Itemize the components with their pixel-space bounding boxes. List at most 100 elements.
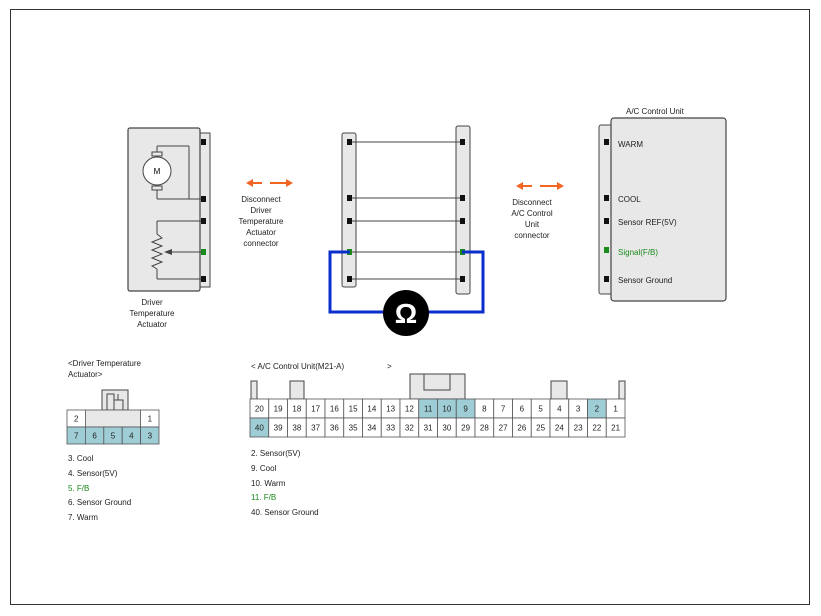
actuator-connector-face: [101, 389, 129, 411]
acu-bottom-pin-number: 36: [330, 424, 339, 433]
acu-bottom-pin-number: 23: [574, 424, 583, 433]
pin-list-item: 9. Cool: [251, 463, 277, 473]
acu-pin-list: 2. Sensor(5V) 9. Cool 10. Warm 11. F/B 4…: [251, 447, 319, 521]
note-line: Actuator: [246, 228, 276, 237]
acu-bottom-pin-number: 30: [442, 424, 451, 433]
disconnect-arrow-left: [246, 179, 293, 187]
note-line: Unit: [524, 220, 540, 229]
actuator-pin-list: 3. Cool 4. Sensor(5V) 5. F/B 6. Sensor G…: [68, 452, 131, 526]
actuator-connector-cells: 2 1 7 6 5 4 3: [66, 409, 160, 445]
acu-bottom-pin-number: 24: [555, 424, 564, 433]
acu-bottom-pin-number: 33: [386, 424, 395, 433]
acu-top-pin-number: 19: [274, 405, 283, 414]
motor-letter: M: [154, 167, 161, 176]
acu-bottom-pin-number: 21: [611, 424, 620, 433]
test-harness: Ω: [328, 125, 485, 336]
pin-list-item: 11. F/B: [251, 493, 277, 503]
acu-top-pin-number: 7: [501, 405, 506, 414]
acu-bottom-pin-number: 38: [292, 424, 301, 433]
acu-bottom-pin-number: 32: [405, 424, 414, 433]
acu-top-pin-number: 5: [538, 405, 543, 414]
acu-bottom-pin-number: 40: [255, 424, 264, 433]
actuator-bottom-pin-number: 5: [111, 432, 116, 441]
connector-pin-cell: [140, 426, 160, 445]
ac-control-unit: [598, 117, 727, 302]
pin-list-item: 2. Sensor(5V): [251, 449, 301, 458]
acu-top-pin-number: 9: [463, 405, 468, 414]
acu-bottom-pin-number: 27: [499, 424, 508, 433]
acu-bottom-pin-number: 31: [424, 424, 433, 433]
acu-top-pin-number: 13: [386, 405, 395, 414]
pin-list-item: 3. Cool: [68, 454, 94, 463]
driver-temperature-actuator: M: [127, 127, 211, 292]
acu-top-pin-number: 20: [255, 405, 264, 414]
acu-bottom-pin-number: 26: [517, 424, 526, 433]
pin-list-item: 10. Warm: [251, 478, 286, 488]
note-line: A/C Control: [511, 209, 553, 218]
actuator-bottom-pin-number: 3: [148, 432, 153, 441]
acu-bottom-pin-number: 29: [461, 424, 470, 433]
disconnect-acu-note: Disconnect A/C Control Unit connector: [497, 197, 567, 241]
acu-bottom-pin-number: 34: [367, 424, 376, 433]
actuator-bottom-pin-number: 4: [129, 432, 134, 441]
acu-top-pin-number: 6: [520, 405, 525, 414]
actuator-label-line: Driver: [141, 298, 163, 307]
acu-bottom-pin-number: 22: [592, 424, 601, 433]
note-line: Driver: [250, 206, 272, 215]
acu-pin-label-signal: Signal(F/B): [618, 248, 659, 257]
title-line: <Driver Temperature: [68, 359, 141, 368]
ohm-symbol: Ω: [395, 298, 417, 329]
acu-top-pin-number: 18: [292, 405, 301, 414]
actuator-connector-title: <Driver Temperature Actuator>: [68, 358, 141, 380]
pin-list-item: 7. Warm: [68, 513, 98, 523]
actuator-top-pin-number: 1: [148, 415, 153, 424]
actuator-bottom-pin-number: 7: [74, 432, 79, 441]
acu-top-pin-number: 16: [330, 405, 339, 414]
note-line: connector: [243, 239, 279, 248]
acu-pin-label: WARM: [618, 140, 644, 149]
acu-top-pin-number: 3: [576, 405, 581, 414]
motor-icon: [142, 156, 172, 186]
note-line: connector: [514, 231, 550, 240]
acu-top-pin-number: 10: [442, 405, 451, 414]
acu-top-pin-number: 15: [349, 405, 358, 414]
acu-top-pin-number: 14: [367, 405, 376, 414]
pin-list-item: 40. Sensor Ground: [251, 508, 319, 518]
pin-list-item: 5. F/B: [68, 483, 90, 493]
acu-connector-title-end: >: [387, 362, 392, 371]
ohmmeter-icon: [383, 290, 429, 336]
acu-pin-label: Sensor Ground: [618, 276, 673, 285]
acu-top-pin-number: 11: [424, 405, 433, 414]
disconnect-arrow-right: [516, 182, 564, 190]
acu-bottom-pin-number: 25: [536, 424, 545, 433]
acu-top-pin-number: 12: [405, 405, 414, 414]
acu-top-pin-number: 1: [613, 405, 618, 414]
potentiometer-icon: [150, 233, 164, 270]
actuator-label: Driver Temperature Actuator: [114, 297, 190, 330]
pin-list-item: 6. Sensor Ground: [68, 498, 132, 508]
disconnect-actuator-note: Disconnect Driver Temperature Actuator c…: [225, 194, 297, 249]
title-line: Actuator>: [68, 370, 103, 379]
acu-pin-label: Sensor REF(5V): [618, 218, 677, 227]
note-line: Disconnect: [241, 195, 281, 204]
acu-top-pin-number: 8: [482, 405, 487, 414]
acu-top-pin-number: 4: [557, 405, 562, 414]
acu-bottom-pin-number: 37: [311, 424, 320, 433]
acu-title: A/C Control Unit: [626, 107, 684, 116]
actuator-label-line: Temperature: [129, 309, 175, 318]
connector-shell: [85, 409, 142, 428]
note-line: Temperature: [238, 217, 284, 226]
actuator-top-pin-number: 2: [74, 415, 79, 424]
connector-pin-cell: [605, 417, 626, 438]
acu-connector-title: < A/C Control Unit(M21-A): [251, 362, 345, 371]
actuator-bottom-pin-number: 6: [92, 432, 97, 441]
acu-bottom-pin-number: 28: [480, 424, 489, 433]
acu-top-pin-number: 2: [595, 405, 600, 414]
actuator-label-line: Actuator: [137, 320, 167, 329]
acu-pin-label: COOL: [618, 195, 641, 204]
acu-connector-face: [250, 373, 626, 400]
acu-top-pin-number: 17: [311, 405, 320, 414]
acu-bottom-pin-number: 39: [274, 424, 283, 433]
pin-list-item: 4. Sensor(5V): [68, 468, 118, 478]
